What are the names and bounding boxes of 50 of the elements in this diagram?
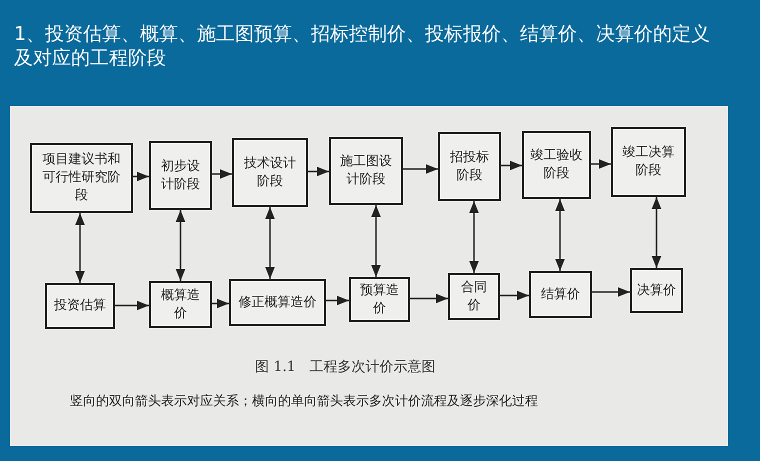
box-label: 结算价 [540,286,581,304]
note-text: 竖向的双向箭头表示对应关系；横向的单向箭头表示多次计价流程及逐步深化过程 [70,393,538,410]
stage-box [30,143,133,213]
arrow [176,210,186,281]
arrow [592,287,630,297]
box-label: 竣工决算阶段 [622,144,676,180]
arrow [115,300,149,310]
stage-box [529,271,592,318]
stage-box [149,281,212,328]
arrow [75,213,85,283]
stage-box [611,127,686,197]
box-label: 决算价 [636,282,677,300]
box-label: 技术设计阶段 [243,154,297,190]
stage-box [448,273,500,320]
box-label: 初步设计阶段 [160,158,201,194]
stage-box [438,132,501,201]
arrow [133,172,149,182]
arrow [326,296,349,306]
box-label: 施工图设计阶段 [339,153,393,189]
arrow [212,298,229,308]
stage-box [149,141,212,210]
arrow [652,197,662,268]
stage-box [630,268,683,313]
arrow [308,166,329,176]
arrow [501,160,522,170]
arrow [410,294,448,304]
arrow [555,199,565,271]
box-label: 投资估算 [53,297,107,315]
figure-caption: 图 1.1 工程多次计价示意图 [255,358,436,376]
box-label: 项目建议书和可行性研究阶段 [42,151,122,205]
box-label: 概算造价 [160,286,201,322]
box-label: 招投标阶段 [449,148,490,184]
stage-box [229,279,326,326]
stage-box [232,138,308,207]
stage-box [522,131,591,199]
arrow [212,169,232,179]
arrow [500,290,529,300]
title: 1、投资估算、概算、施工图预算、招标控制价、投标报价、结算价、决算价的定义及对应的工程阶段 [14,22,712,70]
stage-box [329,137,403,205]
arrow [403,164,438,174]
box-label: 修正概算造价 [238,294,318,312]
arrow [371,205,381,277]
stage-box [45,283,115,329]
arrow [591,159,611,169]
box-label: 合同价 [460,278,488,314]
box-label: 竣工验收阶段 [530,147,584,183]
arrow [265,207,275,279]
box-label: 预算造价 [359,282,400,318]
arrow [469,201,479,273]
stage-box [349,277,410,322]
